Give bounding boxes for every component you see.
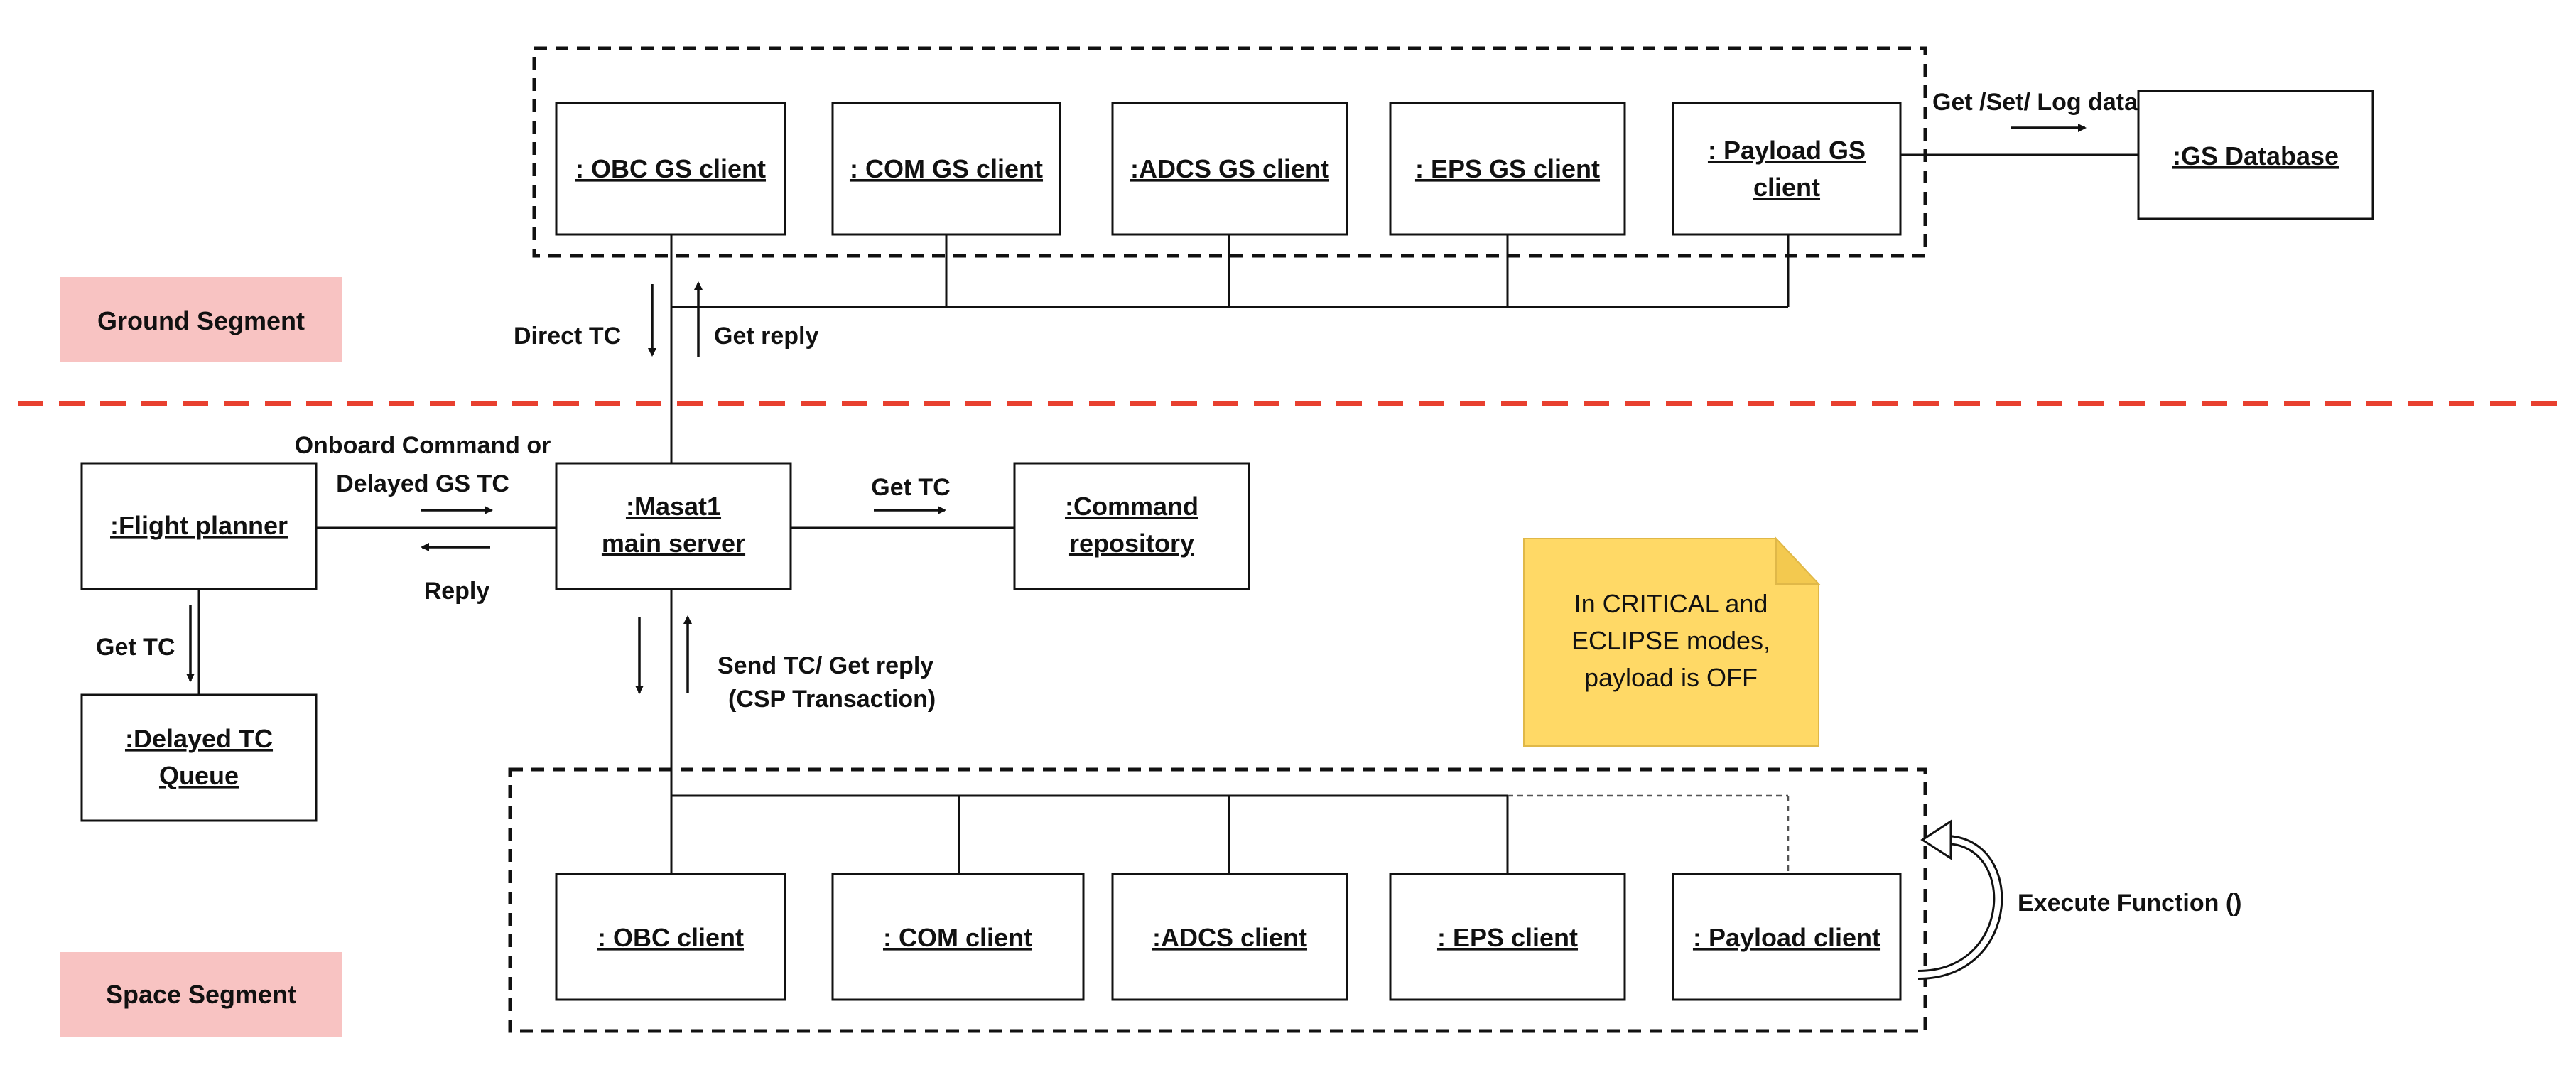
execute-function-arrowhead [1920, 819, 1952, 860]
ground-segment-label: Ground Segment [97, 306, 305, 335]
space-client-eps-label: : EPS client [1437, 923, 1578, 952]
main-server-label-1: :Masat1 [626, 492, 721, 521]
ground-client-payload-label-1: : Payload GS [1708, 136, 1866, 165]
ground-bus [670, 234, 1790, 472]
mode-note: In CRITICAL and ECLIPSE modes, payload i… [1523, 536, 1821, 747]
mode-note-line-2: ECLIPSE modes, [1571, 626, 1770, 655]
command-repository-label-2: repository [1069, 529, 1194, 558]
space-client-adcs: :ADCS client [1111, 873, 1348, 1001]
space-client-obc-label: : OBC client [597, 923, 744, 952]
ground-client-adcs-label: :ADCS GS client [1130, 154, 1329, 183]
space-link-label-1: Send TC/ Get reply [718, 652, 933, 679]
gs-database: :GS Database [2137, 90, 2374, 220]
space-segment-badge [60, 952, 342, 1037]
mode-note-line-3: payload is OFF [1584, 663, 1758, 692]
delayed-tc-queue: :Delayed TC Queue [80, 693, 318, 822]
planner-msg-line-2: Delayed GS TC [336, 470, 509, 497]
mode-note-line-1: In CRITICAL and [1574, 589, 1768, 618]
ground-client-eps: : EPS GS client [1389, 102, 1626, 236]
get-reply-label: Get reply [714, 323, 818, 350]
ground-client-com: : COM GS client [831, 102, 1061, 236]
execute-function-label: Execute Function () [2018, 890, 2241, 917]
queue-get-tc-label: Get TC [96, 634, 175, 661]
ground-segment-badge [60, 277, 342, 362]
ground-client-com-label: : COM GS client [850, 154, 1043, 183]
ground-client-obc: : OBC GS client [555, 102, 786, 236]
space-bus [671, 794, 1790, 874]
command-repository-label-1: :Command [1065, 492, 1198, 521]
space-segment-frame [508, 767, 1927, 1033]
planner-msg-line-1: Onboard Command or [295, 432, 551, 459]
flight-planner: :Flight planner [80, 462, 318, 590]
space-client-obc: : OBC client [555, 873, 786, 1001]
main-server: :Masat1 main server [555, 462, 792, 590]
delayed-tc-queue-label-2: Queue [159, 761, 239, 790]
command-repository: :Command repository [1013, 462, 1250, 590]
ground-segment-frame [532, 46, 1927, 258]
space-segment-label: Space Segment [106, 980, 296, 1009]
space-client-payload-label: : Payload client [1693, 923, 1880, 952]
reply-label: Reply [424, 578, 490, 605]
space-client-payload: : Payload client [1672, 873, 1902, 1001]
space-client-adcs-label: :ADCS client [1152, 923, 1307, 952]
ground-client-obc-label: : OBC GS client [575, 154, 766, 183]
delayed-tc-queue-label-1: :Delayed TC [125, 724, 273, 753]
ground-client-eps-label: : EPS GS client [1415, 154, 1600, 183]
space-client-eps: : EPS client [1389, 873, 1626, 1001]
gs-database-label: :GS Database [2172, 141, 2339, 171]
ground-client-payload: : Payload GS client [1672, 102, 1902, 236]
space-link-label-2: (CSP Transaction) [728, 686, 936, 713]
flight-planner-label: :Flight planner [110, 511, 288, 540]
execute-function-loop [1917, 819, 2003, 980]
direct-tc-label: Direct TC [514, 323, 621, 350]
space-client-com-label: : COM client [883, 923, 1032, 952]
ground-client-payload-label-2: client [1753, 173, 1820, 202]
main-server-label-2: main server [602, 529, 745, 558]
database-link-label: Get /Set/ Log data [1932, 89, 2138, 116]
space-client-com: : COM client [831, 873, 1085, 1001]
ground-client-adcs: :ADCS GS client [1111, 102, 1348, 236]
repository-get-tc-label: Get TC [871, 474, 950, 501]
